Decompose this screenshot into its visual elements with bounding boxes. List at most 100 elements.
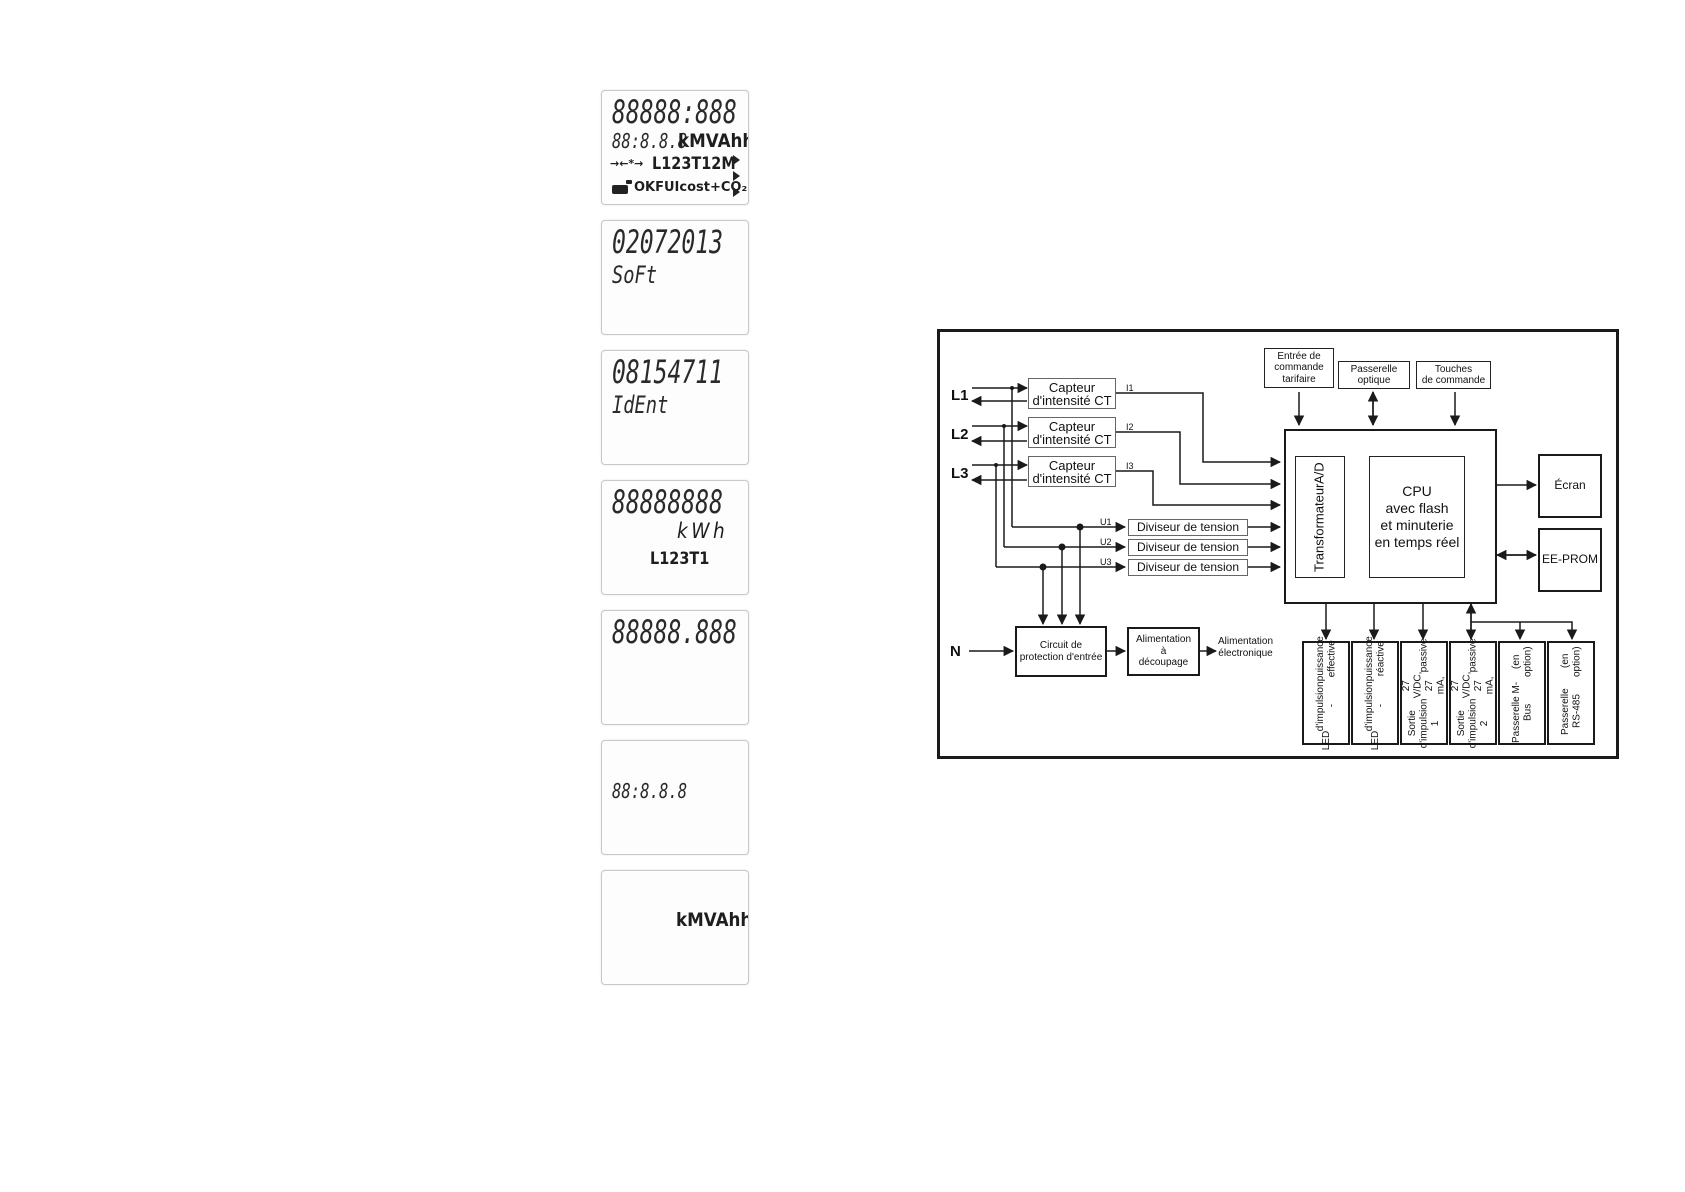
lcd-screen-software: 02072013 SoFt — [601, 220, 749, 335]
lcd-line-secondary: 88:8.8.8 — [612, 779, 688, 803]
current-sensor-3: Capteur d'intensité CT — [1028, 456, 1116, 487]
lcd-line-main: 08154711 — [612, 353, 723, 391]
label-line: (en option) — [1510, 646, 1534, 678]
label-line: Sortie d'impulsion 1 — [1406, 698, 1441, 749]
box-line: Touches — [1434, 363, 1473, 375]
energy-flow-icon: →←*→ — [610, 157, 644, 170]
lcd-line-main: 88888.888 — [612, 613, 737, 651]
triangle-right-icon — [733, 171, 740, 181]
phase-label-l3: L3 — [951, 465, 969, 482]
output-label: Sortie d'impulsion 2 27 V/DC, 27 mA, pas… — [1450, 638, 1496, 748]
label-line: (en option) — [1559, 645, 1583, 677]
neutral-label: N — [950, 643, 961, 660]
lcd-unit: kMVAhh — [676, 909, 749, 931]
command-keys-box: Touches de commande — [1416, 361, 1491, 389]
lcd-line-secondary: IdEnt — [612, 391, 669, 419]
triangle-right-icon — [733, 187, 740, 197]
box-line: de commande — [1421, 375, 1486, 386]
label-line: d'impulsion - — [1314, 680, 1338, 731]
tariff-input-box: Entrée de commande tarifaire — [1264, 348, 1334, 388]
voltage-label-u3: U3 — [1100, 557, 1112, 567]
screen-box: Écran — [1538, 454, 1602, 518]
output-led-active-power: LED d'impulsion - puissance effective — [1302, 636, 1350, 750]
hand-pointer-icon — [612, 180, 632, 194]
sensor-subtitle: d'intensité CT — [1032, 431, 1112, 447]
output-led-reactive-power: LED d'impulsion - puissance réactive — [1351, 636, 1399, 750]
voltage-divider-3: Diviseur de tension — [1128, 559, 1248, 576]
phase-label-l1: L1 — [951, 387, 969, 404]
output-pulse-1: Sortie d'impulsion 1 27 V/DC, 27 mA, pas… — [1400, 638, 1448, 748]
triangle-right-icon — [733, 155, 740, 165]
box-line: découpage — [1138, 657, 1189, 669]
output-mbus-gateway: Passerelle M-Bus (en option) — [1498, 641, 1546, 745]
label-line: passive — [1418, 637, 1430, 672]
label-line: puissance réactive — [1363, 635, 1387, 681]
box-line: Circuit de — [1039, 640, 1083, 651]
lcd-line-main: 02072013 — [612, 223, 723, 261]
label-line: d'impulsion - — [1363, 680, 1387, 731]
eeprom-box: EE-PROM — [1538, 528, 1602, 592]
current-sensor-1: Capteur d'intensité CT — [1028, 378, 1116, 409]
lcd-screen-segment-test: 88888:888 88:8.8.8 kMVAhh →←*→ L123T12M … — [601, 90, 749, 205]
lcd-screen-digits: 88888.888 — [601, 610, 749, 725]
box-line: commande — [1274, 362, 1324, 374]
ad-converter-label: Transformateur A/D — [1295, 456, 1345, 578]
lcd-screen-kwh: 88888888 kWh L123T1 — [601, 480, 749, 595]
label-line: passive — [1467, 637, 1479, 672]
optical-gateway-box: Passerelle optique — [1338, 361, 1410, 389]
cpu-box: CPU avec flash et minuterie en temps rée… — [1369, 456, 1465, 578]
output-label: Sortie d'impulsion 1 27 V/DC, 27 mA, pas… — [1401, 638, 1447, 748]
box-line: Transformateur — [1311, 483, 1327, 573]
box-line: et minuterie — [1380, 517, 1454, 533]
box-line: à — [1160, 645, 1167, 657]
label-line: LED — [1369, 730, 1381, 751]
label-line: Passerelle M-Bus — [1510, 681, 1534, 743]
box-line: A/D — [1311, 461, 1327, 484]
switching-power-supply-box: Alimentation à découpage — [1127, 627, 1200, 676]
lcd-screen-ident: 08154711 IdEnt — [601, 350, 749, 465]
lcd-status-line: OKFUIcost+CO₂ — [634, 180, 748, 195]
lcd-unit: kWh — [677, 519, 729, 543]
voltage-divider-2: Diviseur de tension — [1128, 539, 1248, 556]
voltage-label-u2: U2 — [1100, 537, 1112, 547]
output-pulse-2: Sortie d'impulsion 2 27 V/DC, 27 mA, pas… — [1449, 638, 1497, 748]
lcd-screen-small-digits: 88:8.8.8 — [601, 740, 749, 855]
box-line: avec flash — [1385, 500, 1449, 517]
label-line: Alimentation — [1218, 636, 1274, 647]
box-line: Passerelle — [1350, 363, 1398, 375]
box-line: protection d'entrée — [1019, 651, 1103, 663]
lcd-phase-tariff: L123T1 — [650, 549, 710, 569]
box-line: optique — [1357, 375, 1391, 386]
output-label: Passerelle RS-485 (en option) — [1560, 643, 1583, 743]
label-line: 27 V/DC, 27 mA, — [1401, 671, 1447, 699]
voltage-label-u1: U1 — [1100, 517, 1112, 527]
current-sensor-2: Capteur d'intensité CT — [1028, 417, 1116, 448]
output-rs485-gateway: Passerelle RS-485 (en option) — [1547, 641, 1595, 745]
block-diagram-frame — [937, 329, 1619, 759]
current-label-i2: I2 — [1126, 422, 1134, 432]
label-line: LED — [1320, 730, 1332, 751]
ad-converter-box: Transformateur A/D — [1295, 456, 1345, 578]
sensor-subtitle: d'intensité CT — [1032, 470, 1112, 486]
current-label-i3: I3 — [1126, 461, 1134, 471]
output-label: LED d'impulsion - puissance réactive — [1364, 636, 1387, 750]
label-line: électronique — [1218, 647, 1273, 659]
box-line: tarifaire — [1282, 373, 1316, 385]
lcd-phase-tariff: L123T12M — [652, 154, 736, 174]
current-label-i1: I1 — [1126, 383, 1134, 393]
box-line: CPU — [1402, 483, 1432, 500]
sensor-subtitle: d'intensité CT — [1032, 392, 1112, 408]
box-line: Entrée de — [1277, 350, 1321, 362]
sensor-title: Capteur — [1048, 457, 1096, 473]
sensor-title: Capteur — [1048, 379, 1096, 395]
lcd-line-main: 88888888 — [612, 483, 723, 521]
lcd-line-secondary: SoFt — [612, 261, 658, 289]
label-line: Sortie d'impulsion 2 — [1455, 698, 1490, 749]
lcd-line-main: 88888:888 — [612, 93, 737, 131]
lcd-screen-unit: kMVAhh — [601, 870, 749, 985]
output-label: LED d'impulsion - puissance effective — [1315, 636, 1338, 750]
label-line: 27 V/DC, 27 mA, — [1450, 671, 1496, 699]
lcd-line-secondary: 88:8.8.8 — [612, 129, 688, 153]
voltage-divider-1: Diviseur de tension — [1128, 519, 1248, 536]
sensor-title: Capteur — [1048, 418, 1096, 434]
